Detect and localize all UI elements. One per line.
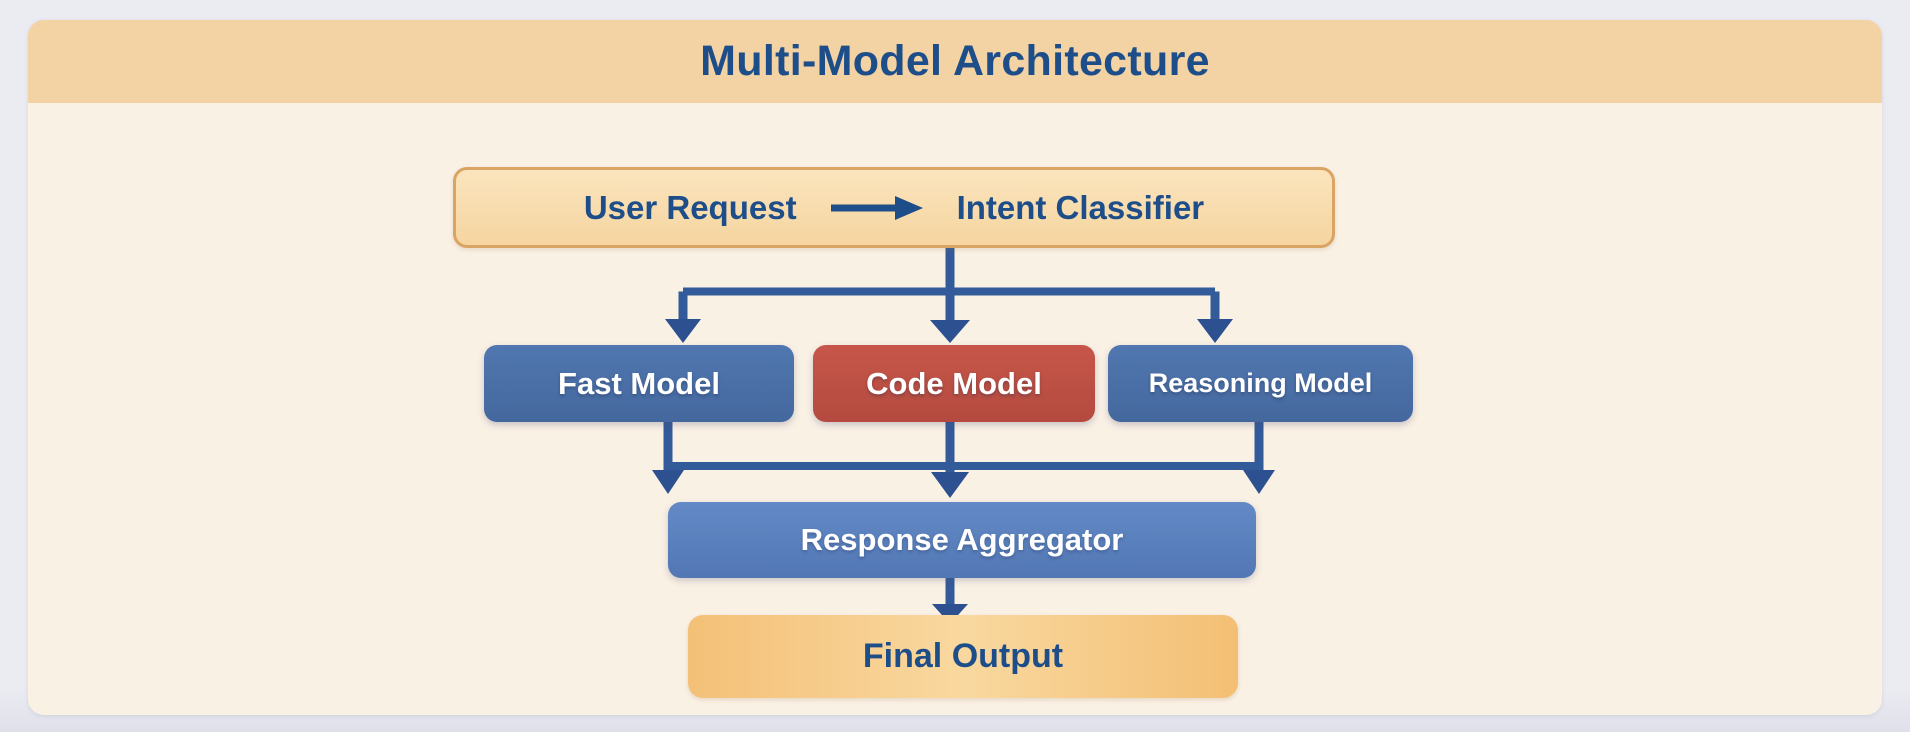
intent-classifier-label: Intent Classifier	[956, 188, 1205, 226]
arrowhead-right-to-aggregator	[1243, 470, 1275, 494]
arrowhead-to-fast-model	[665, 319, 701, 343]
arrowhead-to-code-model	[930, 320, 970, 343]
node-fast-model: Fast Model	[484, 345, 794, 422]
fast-model-label: Fast Model	[558, 365, 720, 401]
diagram-card: Multi-Model Architecture	[28, 20, 1882, 715]
arrowhead-left-to-aggregator	[652, 470, 684, 494]
reasoning-model-label: Reasoning Model	[1148, 368, 1373, 398]
final-output-label: Final Output	[862, 637, 1064, 675]
code-model-label: Code Model	[866, 365, 1042, 401]
arrowhead-center-to-aggregator	[931, 472, 969, 498]
node-reasoning-model: Reasoning Model	[1108, 345, 1413, 422]
arrow-right-icon	[830, 195, 923, 220]
node-code-model: Code Model	[813, 345, 1095, 422]
node-response-aggregator: Response Aggregator	[668, 502, 1256, 578]
node-user-request-intent-classifier: User Request Intent Classifier	[453, 167, 1335, 248]
arrowhead-to-reasoning-model	[1197, 319, 1233, 343]
fanout-connector	[665, 248, 1233, 343]
diagram-title: Multi-Model Architecture	[700, 37, 1210, 85]
response-aggregator-label: Response Aggregator	[800, 522, 1124, 557]
fanin-connector	[652, 422, 1275, 498]
node-final-output: Final Output	[688, 615, 1238, 698]
user-request-label: User Request	[583, 188, 797, 226]
diagram-header: Multi-Model Architecture	[28, 20, 1882, 103]
